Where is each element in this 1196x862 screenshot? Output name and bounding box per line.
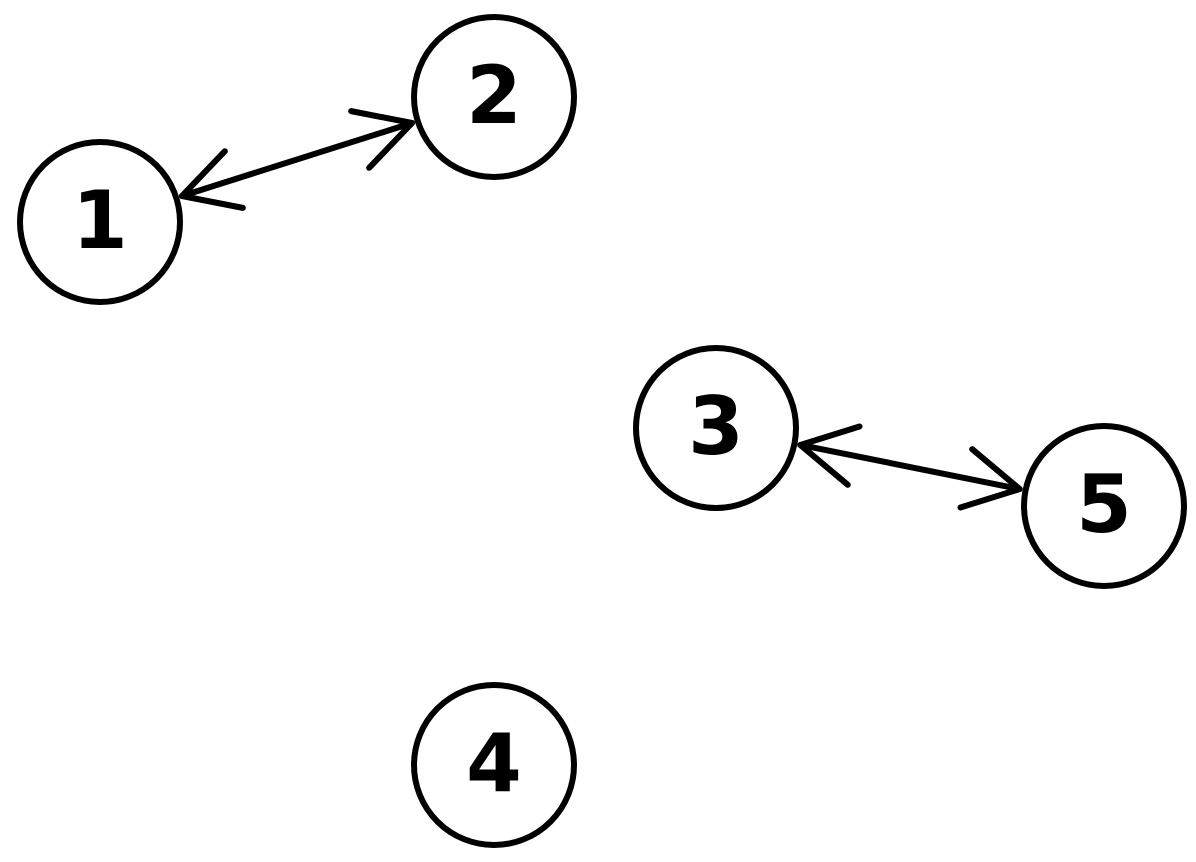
node-5: 5 xyxy=(1021,423,1187,589)
nodes-layer: 1 2 3 4 5 xyxy=(17,14,1187,848)
node-4: 4 xyxy=(411,682,577,848)
arrowhead xyxy=(348,108,416,171)
arrowhead xyxy=(797,423,863,488)
node-3: 3 xyxy=(633,345,799,511)
arrowhead xyxy=(178,148,246,211)
node-circle xyxy=(17,139,183,305)
edges-layer xyxy=(178,108,1023,511)
node-label: 5 xyxy=(1076,458,1132,551)
edge-line xyxy=(178,120,416,199)
node-1: 1 xyxy=(17,139,183,305)
edge-3-5 xyxy=(797,423,1023,511)
node-2: 2 xyxy=(411,14,577,180)
arrowhead xyxy=(957,446,1023,511)
node-label: 3 xyxy=(688,380,744,473)
node-circle xyxy=(411,14,577,180)
node-circle xyxy=(633,345,799,511)
node-label: 4 xyxy=(466,717,522,810)
node-label: 1 xyxy=(72,174,128,267)
node-circle xyxy=(411,682,577,848)
node-label: 2 xyxy=(466,49,522,142)
edge-line xyxy=(797,441,1023,493)
node-circle xyxy=(1021,423,1187,589)
edge-1-2 xyxy=(178,108,416,211)
